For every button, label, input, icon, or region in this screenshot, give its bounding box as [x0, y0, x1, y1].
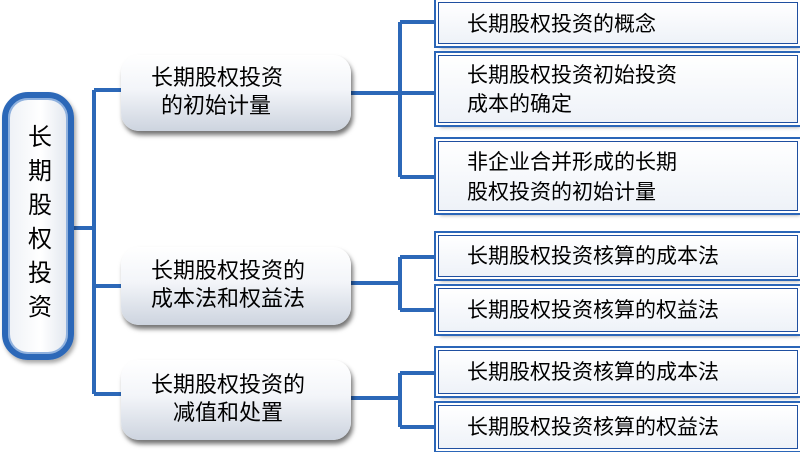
leaf-label: 长期股权投资核算的权益法: [467, 415, 719, 439]
branch-label: 长期股权投资的 减值和处置: [151, 373, 306, 426]
leaf-node: 非企业合并形成的长期 股权投资的初始计量: [438, 141, 798, 211]
branch-cost-equity-method: 长期股权投资的 成本法和权益法: [121, 247, 351, 325]
root-node: 长期股权投资: [2, 92, 74, 360]
leaf-node: 长期股权投资核算的成本法: [438, 235, 798, 277]
leaf-label: 长期股权投资的概念: [467, 12, 656, 36]
branch-label: 长期股权投资 的初始计量: [151, 66, 284, 119]
leaf-label: 长期股权投资初始投资: [467, 63, 677, 87]
leaf-label: 成本的确定: [467, 92, 572, 116]
branch-label: 长期股权投资的 成本法和权益法: [151, 259, 306, 312]
leaf-node: 长期股权投资核算的权益法: [438, 288, 798, 332]
leaf-label: 长期股权投资核算的权益法: [467, 298, 719, 322]
leaf-node: 长期股权投资核算的权益法: [438, 405, 798, 449]
leaf-node: 长期股权投资初始投资 成本的确定: [438, 55, 798, 123]
leaf-node: 长期股权投资核算的成本法: [438, 350, 798, 394]
leaf-label: 非企业合并形成的长期: [467, 150, 677, 174]
root-label: 长期股权投资: [23, 124, 52, 328]
leaf-label: 股权投资的初始计量: [467, 180, 656, 204]
branch-initial-measurement: 长期股权投资 的初始计量: [121, 55, 351, 131]
leaf-label: 长期股权投资核算的成本法: [467, 244, 719, 268]
branch-impairment-disposal: 长期股权投资的 减值和处置: [121, 360, 351, 440]
leaf-node: 长期股权投资的概念: [438, 2, 798, 44]
leaf-label: 长期股权投资核算的成本法: [467, 360, 719, 384]
